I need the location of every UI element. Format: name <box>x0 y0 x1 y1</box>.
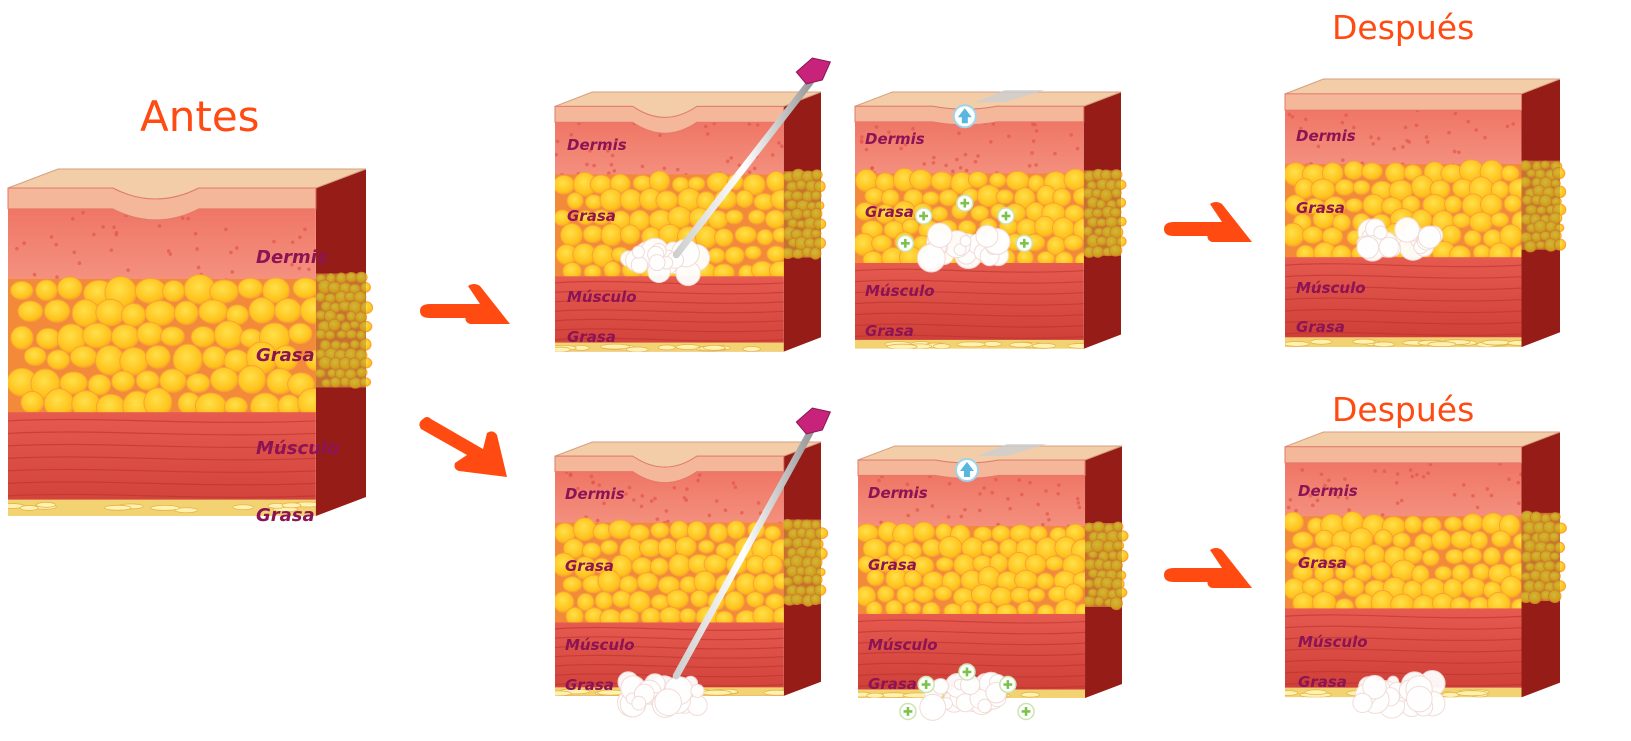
arrow-right-icon <box>418 282 513 328</box>
muscle-label: Músculo <box>567 290 637 305</box>
dermis-label: Dermis <box>567 138 627 153</box>
muscle-label: Músculo <box>256 440 339 458</box>
fat-label: Grasa <box>567 209 616 224</box>
fat-label: Grasa <box>256 347 315 365</box>
fat-label: Grasa <box>865 205 914 220</box>
plus-icon <box>916 208 932 224</box>
dermis-label: Dermis <box>865 132 925 147</box>
plus-icon <box>957 195 973 211</box>
fat-label: Grasa <box>868 558 917 573</box>
plus-icon <box>897 235 913 251</box>
skin-block-before: Dermis Grasa Músculo Grasa <box>8 155 366 535</box>
fat-bottom-label: Grasa <box>1296 320 1345 335</box>
after-heading-top: Después <box>1332 8 1474 47</box>
skin-block-lifting-bottom: Dermis Grasa Músculo Grasa <box>858 432 1122 712</box>
plus-icon <box>900 703 916 719</box>
arrow-down-right-icon <box>415 415 511 481</box>
skin-block-after-bottom: Dermis Grasa Músculo Grasa <box>1285 418 1560 712</box>
muscle-label: Músculo <box>1298 635 1368 650</box>
fat-bottom-label: Grasa <box>1298 675 1347 690</box>
muscle-label: Músculo <box>865 284 935 299</box>
dermis-label: Dermis <box>256 249 328 267</box>
skin-block-injection-bottom: Dermis Grasa Músculo Grasa <box>555 428 821 710</box>
dermis-label: Dermis <box>868 486 928 501</box>
fat-label: Grasa <box>1298 556 1347 571</box>
fat-bottom-label: Grasa <box>256 507 315 525</box>
skin-block-injection-top: Dermis Grasa Músculo Grasa <box>555 78 821 366</box>
muscle-label: Músculo <box>1296 281 1366 296</box>
plus-icon <box>1000 677 1016 693</box>
plus-icon <box>1018 703 1034 719</box>
plus-icon <box>959 664 975 680</box>
filler-bubble-icon <box>618 672 708 718</box>
fat-label: Grasa <box>1296 201 1345 216</box>
plus-icon <box>998 208 1014 224</box>
fat-bottom-label: Grasa <box>865 324 914 339</box>
skin-block-lifting-top: Dermis Grasa Músculo Grasa <box>855 78 1121 363</box>
muscle-label: Músculo <box>868 638 938 653</box>
arrow-right-icon <box>1162 200 1254 245</box>
fat-label: Grasa <box>565 559 614 574</box>
dermis-label: Dermis <box>1296 129 1356 144</box>
plus-icon <box>918 677 934 693</box>
dermis-label: Dermis <box>1298 484 1358 499</box>
skin-block-after-top: Dermis Grasa Músculo Grasa <box>1285 65 1560 362</box>
muscle-label: Músculo <box>565 638 635 653</box>
dermis-label: Dermis <box>565 487 625 502</box>
plus-icon <box>1016 235 1032 251</box>
fat-bottom-label: Grasa <box>868 677 917 692</box>
before-heading: Antes <box>140 92 260 141</box>
fat-bottom-label: Grasa <box>565 678 614 693</box>
fat-bottom-label: Grasa <box>567 330 616 345</box>
arrow-right-icon <box>1162 546 1254 591</box>
